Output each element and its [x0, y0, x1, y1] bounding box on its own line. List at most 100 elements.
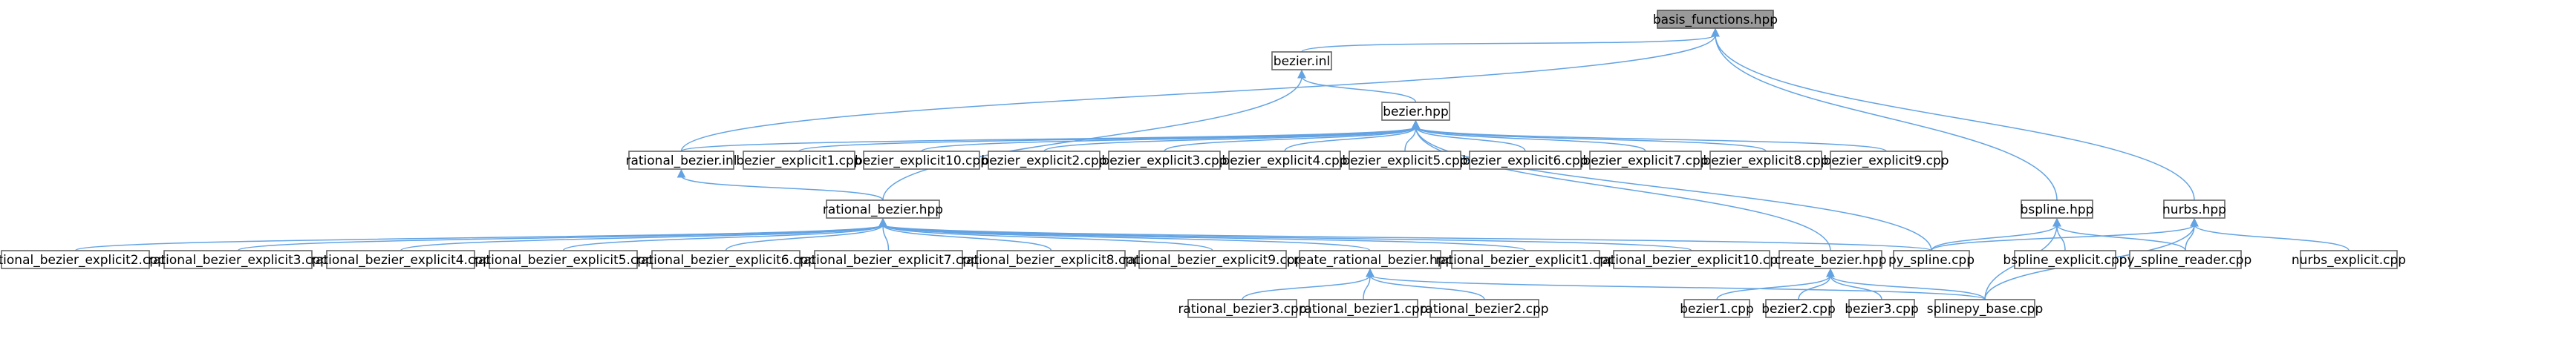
node-bezier1-cpp[interactable]: bezier1.cpp	[1680, 299, 1754, 318]
node-bezier3-cpp[interactable]: bezier3.cpp	[1845, 299, 1919, 318]
edge-splinepy_base_cpp-to-create_bezier_hpp	[1826, 268, 1986, 300]
node-bezier-explicit9-cpp[interactable]: bezier_explicit9.cpp	[1823, 151, 1949, 170]
node-box	[826, 199, 940, 219]
node-bezier-explicit4-cpp[interactable]: bezier_explicit4.cpp	[1222, 151, 1348, 170]
node-py-spline-cpp[interactable]: py_spline.cpp	[1888, 250, 1975, 269]
node-bezier-explicit7-cpp[interactable]: bezier_explicit7.cpp	[1582, 151, 1709, 170]
edge-line	[1798, 274, 1831, 300]
node-box	[1709, 151, 1822, 170]
edge-bezier_inl-to-basis_functions_hpp	[1301, 27, 1720, 53]
node-rational-bezier-explicit1-cpp[interactable]: rational_bezier_explicit1.cpp	[1435, 250, 1616, 269]
node-py-spline-reader-cpp[interactable]: py_spline_reader.cpp	[2119, 250, 2252, 269]
edge-line	[1715, 34, 2058, 201]
node-label: bezier_explicit4.cpp	[1222, 154, 1347, 168]
node-nurbs-explicit-cpp[interactable]: nurbs_explicit.cpp	[2292, 250, 2406, 269]
node-label: py_spline.cpp	[1888, 253, 1975, 268]
node-bezier-explicit5-cpp[interactable]: bezier_explicit5.cpp	[1342, 151, 1468, 170]
edge-line	[1284, 126, 1417, 152]
edge-line	[2056, 224, 2186, 251]
node-label: bezier_explicit2.cpp	[981, 154, 1106, 168]
node-rational-bezier1-cpp[interactable]: rational_bezier1.cpp	[1299, 299, 1428, 318]
node-label: bezier_explicit3.cpp	[1101, 154, 1227, 168]
node-rational-bezier-explicit8-cpp[interactable]: rational_bezier_explicit8.cpp	[961, 250, 1141, 269]
edge-splinepy_base_cpp-to-create_rational_bezier_hpp	[1366, 268, 1986, 300]
node-label: bezier_explicit8.cpp	[1703, 154, 1828, 168]
node-label: bezier_explicit9.cpp	[1823, 154, 1949, 168]
node-box	[1848, 299, 1915, 318]
node-splinepy-base-cpp[interactable]: splinepy_base.cpp	[1927, 299, 2044, 318]
edge-arrowhead	[676, 168, 686, 178]
node-box	[326, 250, 475, 269]
node-label: rational_bezier.hpp	[823, 202, 943, 217]
node-bspline-hpp[interactable]: bspline.hpp	[2021, 199, 2094, 219]
node-bezier-explicit3-cpp[interactable]: bezier_explicit3.cpp	[1101, 151, 1227, 170]
edge-line	[1931, 224, 2058, 251]
node-box	[2021, 199, 2093, 219]
node-box	[743, 151, 855, 170]
node-label: py_spline_reader.cpp	[2119, 253, 2252, 268]
node-rational-bezier-explicit6-cpp[interactable]: rational_bezier_explicit6.cpp	[636, 250, 816, 269]
node-bezier-explicit10-cpp[interactable]: bezier_explicit10.cpp	[855, 151, 988, 170]
node-box	[1381, 102, 1450, 121]
node-create-rational-bezier-hpp[interactable]: create_rational_bezier.hpp	[1287, 250, 1454, 269]
node-box	[1108, 151, 1221, 170]
node-box	[1308, 299, 1418, 318]
edge-line	[1415, 126, 1831, 251]
node-bezier-explicit6-cpp[interactable]: bezier_explicit6.cpp	[1462, 151, 1588, 170]
node-bezier2-cpp[interactable]: bezier2.cpp	[1761, 299, 1836, 318]
node-label: rational_bezier_explicit8.cpp	[961, 253, 1141, 268]
node-label: rational_bezier_explicit10.cpp	[1597, 253, 1786, 268]
node-rational-bezier3-cpp[interactable]: rational_bezier3.cpp	[1178, 299, 1307, 318]
node-rational-bezier-explicit10-cpp[interactable]: rational_bezier_explicit10.cpp	[1597, 250, 1786, 269]
node-rational-bezier-explicit7-cpp[interactable]: rational_bezier_explicit7.cpp	[798, 250, 979, 269]
edge-arrowhead	[2052, 217, 2061, 227]
node-bezier-hpp[interactable]: bezier.hpp	[1381, 102, 1450, 121]
node-rational-bezier-explicit9-cpp[interactable]: rational_bezier_explicit9.cpp	[1123, 250, 1303, 269]
edge-py_spline_cpp-to-rational_bezier_hpp	[878, 217, 1932, 251]
node-bspline-explicit-cpp[interactable]: bspline_explicit.cpp	[2003, 250, 2127, 269]
edge-bezier_explicit9_cpp-to-bezier_hpp	[1411, 119, 1887, 152]
node-box	[1934, 299, 2035, 318]
node-rational-bezier-explicit4-cpp[interactable]: rational_bezier_explicit4.cpp	[310, 250, 491, 269]
node-bezier-explicit2-cpp[interactable]: bezier_explicit2.cpp	[981, 151, 1107, 170]
node-label: bezier_explicit5.cpp	[1342, 154, 1467, 168]
node-rational-bezier-hpp[interactable]: rational_bezier.hpp	[823, 199, 943, 219]
node-box	[1830, 151, 1943, 170]
node-bezier-inl[interactable]: bezier.inl	[1271, 51, 1332, 70]
node-rational-bezier-explicit3-cpp[interactable]: rational_bezier_explicit3.cpp	[148, 250, 328, 269]
edge-line	[1931, 224, 2195, 251]
node-box	[1228, 151, 1341, 170]
node-rational-bezier-explicit5-cpp[interactable]: rational_bezier_explicit5.cpp	[473, 250, 653, 269]
node-label: nurbs.hpp	[2162, 202, 2226, 217]
edge-line	[1716, 274, 1831, 300]
node-box	[1429, 299, 1539, 318]
edge-arrowhead	[1411, 119, 1421, 129]
node-bezier-explicit1-cpp[interactable]: bezier_explicit1.cpp	[736, 151, 862, 170]
edge-line	[921, 126, 1417, 152]
node-label: bezier_explicit6.cpp	[1462, 154, 1588, 168]
node-create-bezier-hpp[interactable]: create_bezier.hpp	[1774, 250, 1887, 269]
node-label: bspline_explicit.cpp	[2003, 253, 2127, 268]
node-label: bezier_explicit7.cpp	[1582, 154, 1708, 168]
edge-line	[1043, 126, 1417, 152]
node-rational-bezier2-cpp[interactable]: rational_bezier2.cpp	[1420, 299, 1549, 318]
edge-rational_bezier2_cpp-to-create_rational_bezier_hpp	[1366, 268, 1485, 300]
edge-layer	[74, 27, 2350, 300]
node-label: basis_functions.hpp	[1653, 13, 1778, 27]
node-rational-bezier-explicit2-cpp[interactable]: rational_bezier_explicit2.cpp	[0, 250, 166, 269]
node-label: rational_bezier.inl	[625, 154, 737, 168]
node-rational-bezier-inl[interactable]: rational_bezier.inl	[625, 151, 737, 170]
edge-line	[1369, 274, 1986, 300]
node-label: create_rational_bezier.hpp	[1287, 253, 1454, 268]
node-basis-functions-hpp[interactable]: basis_functions.hpp	[1653, 10, 1778, 29]
edge-arrowhead	[878, 217, 887, 227]
edge-line	[680, 126, 1417, 152]
edge-line	[882, 224, 1052, 251]
node-label: rational_bezier_explicit5.cpp	[473, 253, 653, 268]
edge-nurbs_hpp-to-basis_functions_hpp	[1711, 27, 2195, 201]
node-nurbs-hpp[interactable]: nurbs.hpp	[2162, 199, 2226, 219]
edge-line	[562, 224, 884, 251]
node-box	[628, 151, 734, 170]
node-bezier-explicit8-cpp[interactable]: bezier_explicit8.cpp	[1703, 151, 1829, 170]
